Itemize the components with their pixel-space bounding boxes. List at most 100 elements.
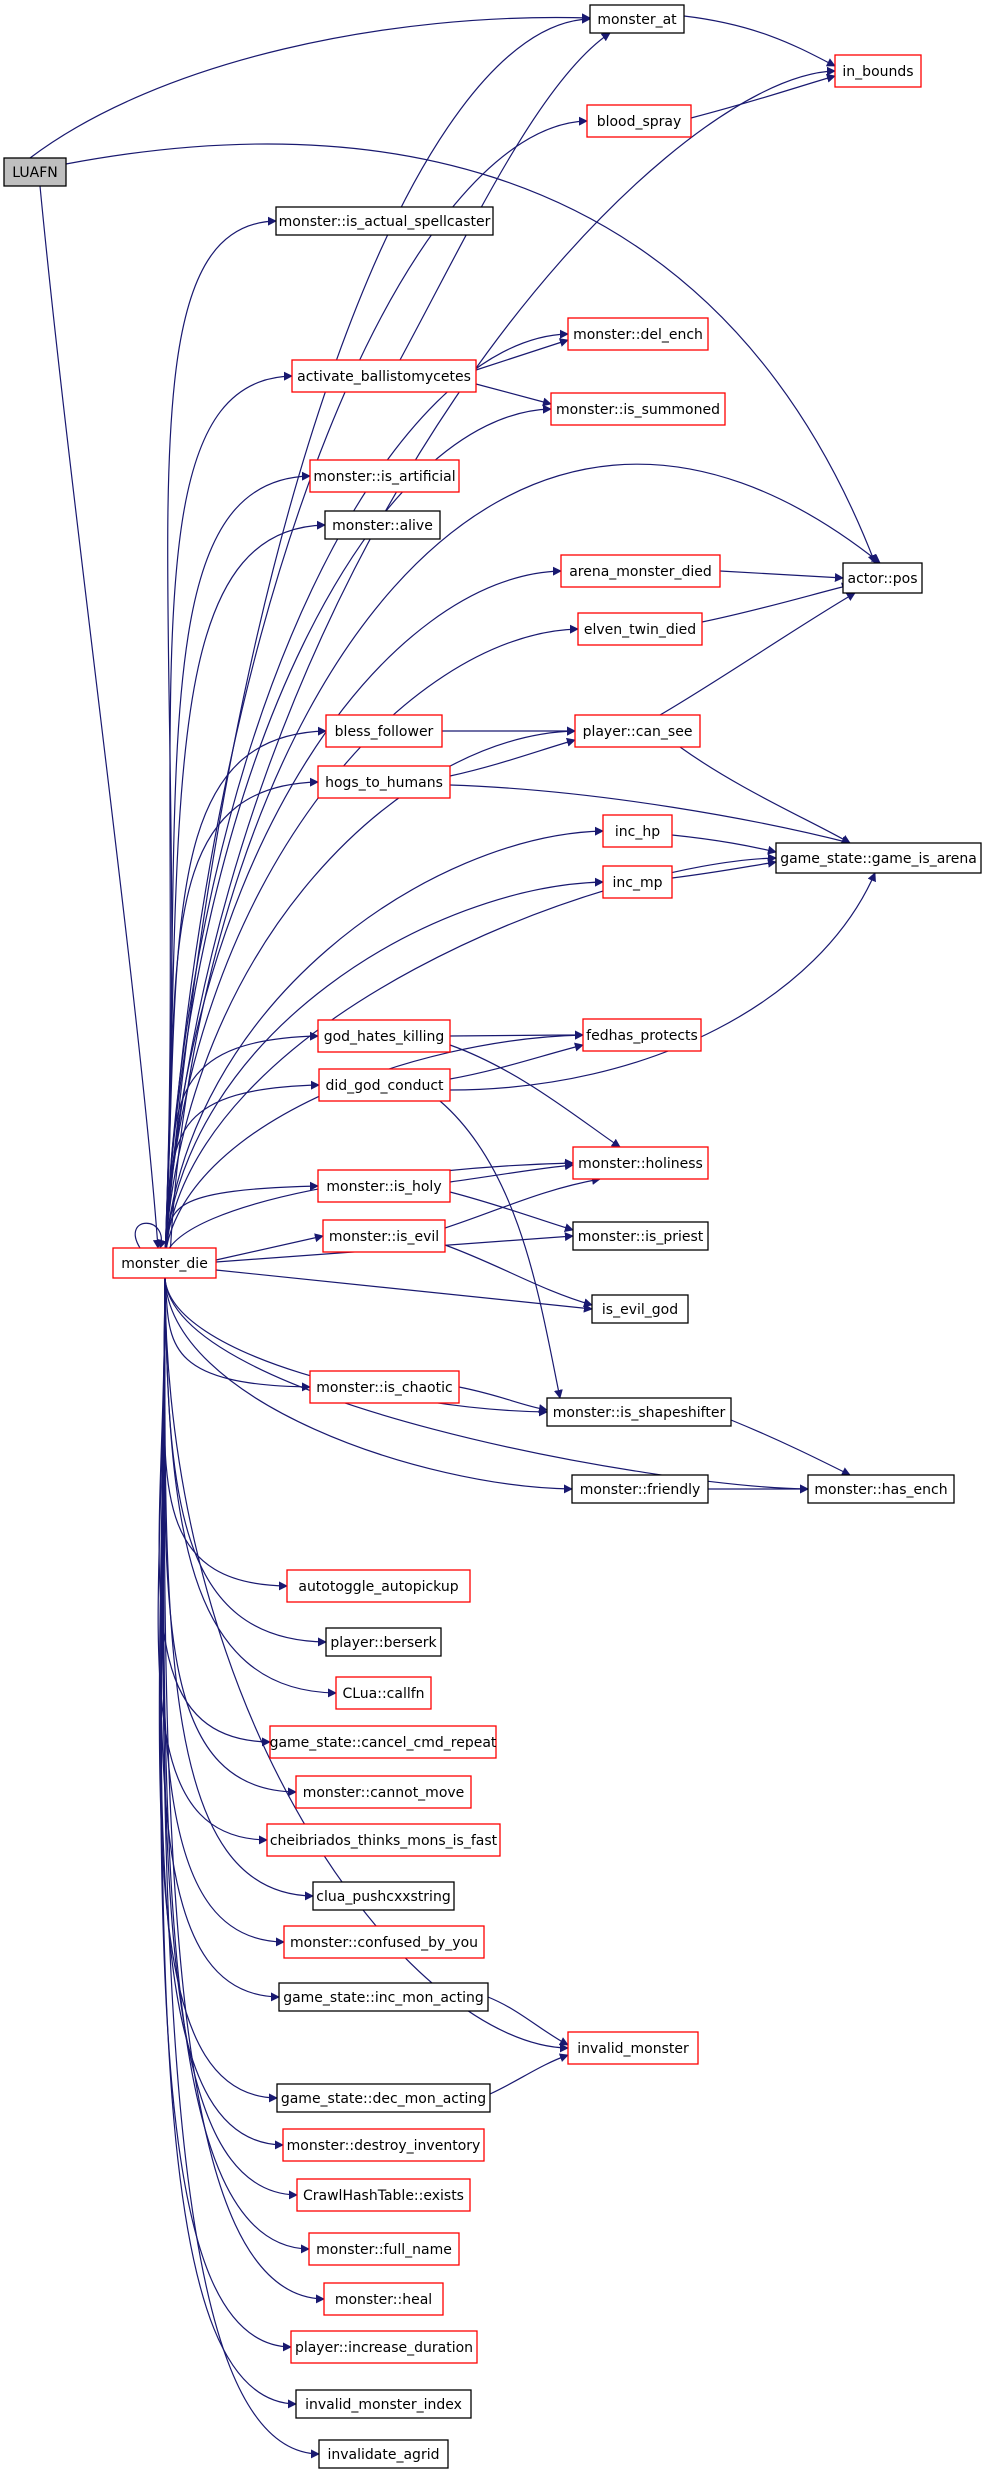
edge-monster_die-to-inc_mon_acting	[160, 1277, 280, 2002]
node-is-shapeshifter[interactable]: monster::is_shapeshifter	[546, 1397, 732, 1427]
node-is-actual-spellcaster[interactable]: monster::is_actual_spellcaster	[275, 206, 494, 236]
node-full-name[interactable]: monster::full_name	[308, 2232, 460, 2266]
node-alive[interactable]: monster::alive	[324, 510, 441, 540]
node-is-summoned[interactable]: monster::is_summoned	[550, 392, 726, 426]
node-did-god-conduct[interactable]: did_god_conduct	[318, 1068, 451, 1102]
edge-monster_die-to-did_god_conduct	[164, 1080, 320, 1257]
node-label: clua_pushcxxstring	[316, 1889, 450, 1905]
node-autotoggle-autopickup[interactable]: autotoggle_autopickup	[286, 1569, 471, 1603]
node-box	[567, 317, 709, 351]
edge-monster_at-to-in_bounds	[683, 15, 836, 67]
node-god-hates-killing[interactable]: god_hates_killing	[317, 1019, 451, 1053]
edge-monster_die-to-is_chaotic	[164, 1277, 311, 1392]
node-box	[295, 1775, 472, 1809]
node-friendly[interactable]: monster::friendly	[571, 1474, 709, 1504]
node-callfn[interactable]: CLua::callfn	[335, 1676, 432, 1710]
node-hogs-to-humans[interactable]: hogs_to_humans	[317, 765, 451, 799]
edge-is_holy-to-is_priest	[449, 1191, 574, 1232]
node-label: blood_spray	[597, 114, 682, 130]
node-exists[interactable]: CrawlHashTable::exists	[296, 2178, 471, 2212]
node-invalid-monster-index[interactable]: invalid_monster_index	[295, 2389, 472, 2419]
node-label: invalidate_agrid	[328, 2447, 440, 2463]
edge-hogs_to_humans-to-player_can_see	[449, 737, 576, 777]
edge-monster_die-to-is_evil	[215, 1233, 324, 1261]
node-label: game_state::dec_mon_acting	[281, 2091, 486, 2107]
edge-monster_die-to-inc_mp	[164, 877, 604, 1257]
edge-monster_die-to-is_shapeshifter	[164, 1277, 548, 1417]
node-heal[interactable]: monster::heal	[323, 2282, 444, 2316]
node-monster-at[interactable]: monster_at	[589, 4, 685, 34]
node-is-chaotic[interactable]: monster::is_chaotic	[309, 1370, 460, 1404]
node-elven-twin-died[interactable]: elven_twin_died	[577, 612, 703, 646]
node-bless-follower[interactable]: bless_follower	[325, 714, 443, 748]
node-box	[266, 1823, 501, 1857]
edge-monster_die-to-game_is_arena	[164, 853, 777, 1257]
node-actor-pos[interactable]: actor::pos	[842, 562, 923, 594]
node-box	[112, 1247, 217, 1279]
node-destroy-inventory[interactable]: monster::destroy_inventory	[282, 2128, 485, 2162]
node-in-bounds[interactable]: in_bounds	[834, 54, 922, 88]
node-is-artificial[interactable]: monster::is_artificial	[309, 459, 460, 493]
node-monster-die[interactable]: monster_die	[112, 1247, 217, 1279]
node-arena-monster-died[interactable]: arena_monster_died	[560, 554, 721, 588]
edge-monster_die-to-hogs_to_humans	[164, 777, 319, 1257]
node-box	[586, 104, 692, 138]
node-box	[546, 1397, 732, 1427]
edge-monster_die-to-in_bounds	[164, 66, 836, 1257]
node-berserk[interactable]: player::berserk	[325, 1627, 442, 1657]
node-dec-mon-acting[interactable]: game_state::dec_mon_acting	[276, 2083, 491, 2113]
edge-did_god_conduct-to-is_shapeshifter	[439, 1100, 563, 1399]
node-invalid-monster[interactable]: invalid_monster	[567, 2031, 699, 2065]
node-fedhas-protects[interactable]: fedhas_protects	[582, 1018, 702, 1052]
node-clua-pushcxxstring[interactable]: clua_pushcxxstring	[312, 1881, 455, 1911]
node-box	[572, 1146, 709, 1180]
edge-luafn-to-monster_at	[29, 13, 591, 159]
node-is-priest[interactable]: monster::is_priest	[572, 1221, 709, 1251]
node-label: actor::pos	[847, 571, 917, 587]
node-box	[269, 1725, 497, 1759]
node-confused-by-you[interactable]: monster::confused_by_you	[283, 1925, 485, 1959]
node-del-ench[interactable]: monster::del_ench	[567, 317, 709, 351]
node-label: bless_follower	[335, 724, 434, 740]
edge-monster_die-to-activate_ballistomycetes	[164, 371, 293, 1257]
node-cheibriados[interactable]: cheibriados_thinks_mons_is_fast	[266, 1823, 501, 1857]
node-activate-ballistomycetes[interactable]: activate_ballistomycetes	[291, 359, 477, 393]
node-holiness[interactable]: monster::holiness	[572, 1146, 709, 1180]
node-luafn[interactable]: LUAFN	[3, 157, 67, 187]
node-box	[275, 206, 494, 236]
edge-monster_die-to-destroy_inventory	[160, 1277, 284, 2150]
node-label: monster::is_priest	[578, 1229, 704, 1245]
node-is-evil-god[interactable]: is_evil_god	[591, 1294, 689, 1324]
node-box	[589, 4, 685, 34]
node-label: inc_hp	[615, 824, 660, 840]
node-game-is-arena[interactable]: game_state::game_is_arena	[775, 842, 982, 874]
node-cannot-move[interactable]: monster::cannot_move	[295, 1775, 472, 1809]
edge-monster_die-to-alive	[164, 520, 326, 1257]
node-invalidate-agrid[interactable]: invalidate_agrid	[318, 2439, 449, 2469]
node-label: invalid_monster	[577, 2041, 689, 2057]
node-box	[312, 1881, 455, 1911]
node-blood-spray[interactable]: blood_spray	[586, 104, 692, 138]
node-player-can-see[interactable]: player::can_see	[574, 714, 701, 748]
edge-inc_hp-to-game_is_arena	[671, 834, 777, 855]
node-has-ench[interactable]: monster::has_ench	[807, 1474, 955, 1504]
node-box	[318, 2439, 449, 2469]
node-is-evil[interactable]: monster::is_evil	[322, 1219, 446, 1253]
node-box	[318, 1068, 451, 1102]
node-inc-mon-acting[interactable]: game_state::inc_mon_acting	[278, 1982, 489, 2012]
node-inc-hp[interactable]: inc_hp	[602, 814, 673, 848]
node-box	[834, 54, 922, 88]
node-cancel-cmd-repeat[interactable]: game_state::cancel_cmd_repeat	[269, 1725, 497, 1759]
node-label: activate_ballistomycetes	[297, 369, 471, 385]
node-box	[3, 157, 67, 187]
edge-monster_die-to-inc_hp	[164, 826, 604, 1257]
node-is-holy[interactable]: monster::is_holy	[317, 1169, 451, 1203]
edge-monster_die-to-bless_follower	[164, 726, 327, 1257]
node-inc-mp[interactable]: inc_mp	[602, 865, 673, 899]
node-label: fedhas_protects	[586, 1028, 698, 1044]
node-box	[278, 1982, 489, 2012]
node-box	[550, 392, 726, 426]
node-increase-duration[interactable]: player::increase_duration	[290, 2330, 478, 2364]
edge-monster_die-to-invalid_monster_index	[160, 1277, 297, 2409]
node-box	[560, 554, 721, 588]
